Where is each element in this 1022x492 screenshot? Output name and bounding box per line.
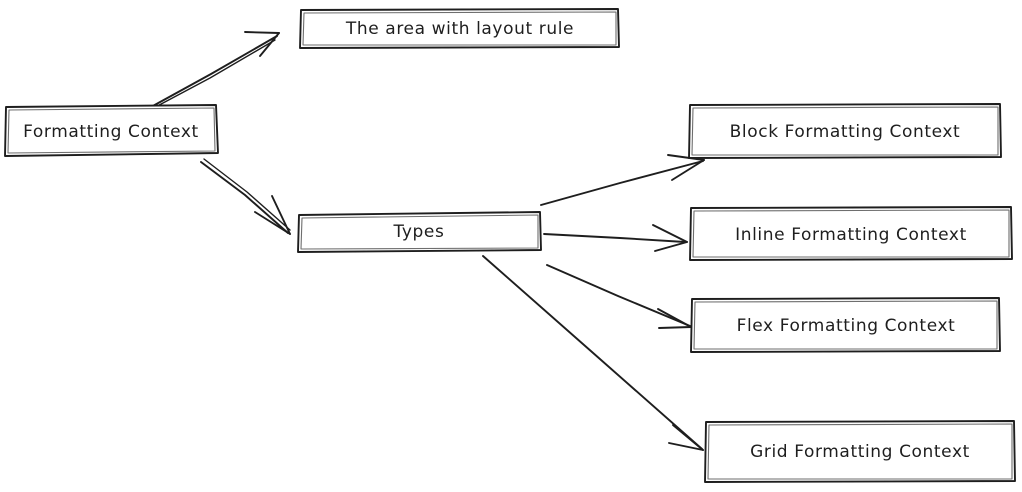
area-with-layout-rule-box-sketch: [302, 11, 617, 46]
edge-fc-to-area-arrowhead-1: [244, 31, 280, 34]
grid-formatting-context-box-sketch: [707, 423, 1013, 480]
edge-types-to-inline[interactable]: [543, 224, 688, 252]
formatting-context-box: [4, 104, 219, 157]
block-formatting-context-box-sketch: [691, 106, 999, 156]
edge-fc-to-types-arrowhead-2: [271, 195, 291, 235]
edge-types-to-grid-stroke: [482, 255, 703, 450]
edge-fc-to-area-arrowhead-2: [259, 32, 280, 57]
edge-fc-to-types[interactable]: [200, 158, 291, 235]
edge-types-to-flex-stroke: [546, 264, 691, 327]
inline-formatting-context-box-sketch: [692, 209, 1010, 258]
edge-types-to-grid[interactable]: [482, 255, 704, 451]
node-grid-formatting-context[interactable]: Grid Formatting Context: [704, 420, 1016, 483]
types-box: [297, 211, 542, 253]
types-label: Types: [393, 222, 445, 242]
edge-types-to-block-arrowhead-1: [667, 154, 705, 161]
grid-formatting-context-box: [704, 420, 1016, 483]
node-area-with-layout-rule[interactable]: The area with layout rule: [299, 8, 620, 49]
edge-types-to-inline-arrowhead-1: [652, 224, 688, 243]
edge-types-to-flex-arrowhead-2: [658, 326, 692, 329]
block-formatting-context-label: Block Formatting Context: [730, 122, 961, 142]
flex-formatting-context-box: [690, 297, 1001, 353]
edge-types-to-flex[interactable]: [546, 264, 692, 329]
inline-formatting-context-label: Inline Formatting Context: [735, 225, 967, 245]
edge-types-to-flex-arrowhead-1: [657, 308, 692, 328]
grid-formatting-context-label: Grid Formatting Context: [750, 442, 970, 462]
edge-types-to-block[interactable]: [540, 154, 705, 206]
edge-types-to-block-stroke: [540, 160, 704, 206]
area-with-layout-rule-box: [299, 8, 620, 49]
node-types[interactable]: Types: [297, 211, 542, 253]
edge-fc-to-types-stroke-b: [203, 158, 291, 231]
flex-formatting-context-box-sketch: [693, 300, 998, 350]
edge-fc-to-types-stroke-a: [200, 161, 289, 234]
edge-fc-to-area-stroke-b: [147, 39, 276, 112]
edge-fc-to-area[interactable]: [147, 31, 280, 112]
edge-fc-to-area-stroke-a: [150, 35, 278, 108]
types-box-sketch: [300, 214, 539, 250]
flex-formatting-context-label: Flex Formatting Context: [737, 316, 956, 336]
formatting-context-box-sketch: [7, 107, 216, 154]
area-with-layout-rule-label: The area with layout rule: [345, 19, 574, 39]
edge-types-to-grid-arrowhead-1: [672, 424, 704, 451]
edge-fc-to-types-arrowhead-1: [254, 211, 291, 235]
inline-formatting-context-box: [689, 206, 1013, 261]
edge-types-to-block-arrowhead-2: [671, 159, 705, 181]
formatting-context-label: Formatting Context: [23, 122, 199, 142]
edge-types-to-grid-arrowhead-2: [668, 442, 704, 451]
node-block-formatting-context[interactable]: Block Formatting Context: [688, 103, 1002, 159]
block-formatting-context-box: [688, 103, 1002, 159]
node-inline-formatting-context[interactable]: Inline Formatting Context: [689, 206, 1013, 261]
edge-types-to-inline-arrowhead-2: [654, 241, 688, 252]
edge-types-to-inline-stroke: [543, 233, 686, 243]
node-formatting-context[interactable]: Formatting Context: [4, 104, 219, 157]
node-flex-formatting-context[interactable]: Flex Formatting Context: [690, 297, 1001, 353]
